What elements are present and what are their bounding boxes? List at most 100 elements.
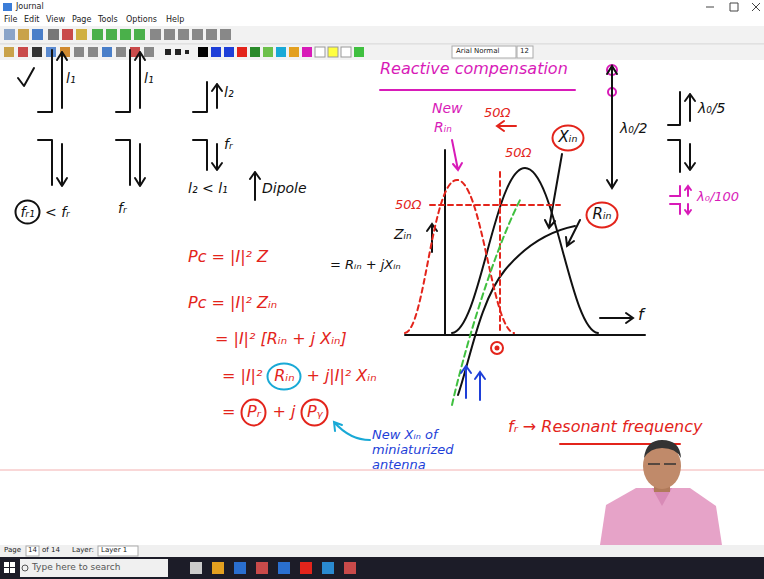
window-chrome-stroke-stroke (178, 29, 189, 40)
search-box: Type here to search (32, 562, 120, 572)
circled-term: Pᵧ (300, 398, 329, 427)
window-chrome-stroke-stroke (120, 29, 131, 40)
window-chrome-stroke (4, 562, 15, 573)
impedance-value: 50Ω (505, 146, 531, 161)
dipole-sketches-stroke (135, 52, 145, 186)
menu-item: Page (72, 15, 91, 24)
axis-label: f (638, 306, 644, 324)
miniature-dipole (380, 65, 691, 214)
window-chrome-stroke-stroke (192, 29, 203, 40)
window-chrome-stroke (0, 26, 764, 44)
dimension: λ₀/2 (620, 120, 648, 136)
miniature-dipole-stroke (452, 140, 462, 170)
window-chrome-stroke-stroke (517, 46, 533, 58)
equation: = |I|² (222, 367, 262, 385)
compensated-curves-stroke (496, 347, 499, 350)
lecturer-video-stroke (644, 440, 681, 458)
window-chrome-stroke (190, 562, 202, 574)
window-chrome-stroke (0, 14, 764, 26)
dipole-sketches-stroke (193, 82, 207, 170)
menu-item: Options (126, 15, 157, 24)
menu-item: Edit (24, 15, 40, 24)
window-chrome-stroke-stroke (144, 47, 154, 57)
window-chrome-stroke-stroke (62, 29, 73, 40)
frequency-label: fᵣ (118, 200, 127, 216)
window-chrome-stroke (300, 562, 312, 574)
length-label: l₁ (144, 70, 154, 86)
window-chrome-stroke-stroke (102, 47, 112, 57)
lecturer-video-stroke (648, 463, 676, 465)
curve-note: New Xᵢₙ of miniaturized antenna (372, 428, 504, 473)
dipole-sketches-stroke (116, 50, 130, 185)
impedance-graph-stroke (545, 154, 562, 228)
window-chrome-stroke-stroke (164, 29, 175, 40)
window-chrome-stroke-stroke (315, 47, 325, 57)
window-chrome-stroke-stroke (198, 47, 208, 57)
axis-label: = Rᵢₙ + jXᵢₙ (330, 258, 401, 273)
miniature-dipole-stroke (380, 89, 575, 91)
window-chrome-stroke (0, 45, 764, 60)
compensated-curves-stroke (499, 172, 501, 333)
window-chrome-stroke-stroke (150, 29, 161, 40)
window-chrome-stroke-stroke (250, 47, 260, 57)
menu-item: File (4, 15, 17, 24)
status-text: Layer: (72, 546, 94, 554)
miniaturized-reactance-stroke (452, 200, 520, 405)
dipole-sketches-stroke (685, 94, 695, 170)
impedance-graph-stroke (405, 334, 645, 336)
miniaturized-reactance-stroke (461, 366, 485, 400)
status-text: of 14 (42, 546, 60, 554)
compensated-curves-stroke (430, 204, 560, 206)
axis-label: Zᵢₙ (394, 226, 412, 242)
equation: Pc = |I|² Zᵢₙ (188, 294, 277, 312)
window-chrome-stroke (0, 0, 764, 14)
lecturer-video-stroke (600, 488, 722, 545)
page-number: 14 (28, 546, 37, 554)
window-chrome-stroke-stroke (18, 47, 28, 57)
window-chrome-stroke-stroke (185, 50, 189, 54)
antenna-name: Dipole (262, 180, 307, 196)
dipole-sketches-stroke (18, 68, 34, 86)
term-text: Xᵢₙ (551, 124, 585, 147)
window-title: Journal (16, 2, 44, 11)
impedance-value: 50Ω (484, 106, 510, 121)
dipole-sketches-stroke (57, 52, 67, 186)
window-chrome-stroke (706, 3, 760, 11)
dipole-sketches-stroke (250, 172, 260, 200)
window-chrome-stroke (3, 3, 12, 11)
window-chrome-stroke (4, 46, 533, 58)
curve-note: New (432, 100, 463, 116)
window-chrome-stroke-stroke (211, 47, 221, 57)
comparison-note: < fᵣ (45, 204, 70, 220)
heading: Reactive compensation (380, 60, 568, 78)
window-chrome-stroke-stroke (4, 47, 14, 57)
window-chrome-stroke-stroke (32, 47, 42, 57)
window-chrome-stroke-stroke (88, 47, 98, 57)
equation: + j (272, 403, 295, 421)
window-chrome-stroke-stroke (354, 47, 364, 57)
window-chrome-stroke-stroke (134, 29, 145, 40)
equation: Pc = |I|² Z (188, 248, 268, 266)
term-text: Pᵧ (300, 398, 329, 422)
length-label: l₂ (224, 84, 234, 100)
window-chrome-stroke-stroke (4, 29, 15, 40)
window-chrome-stroke-stroke (106, 29, 117, 40)
circled-term: Rᵢₙ (585, 201, 619, 229)
dimension: λ₀/100 (697, 190, 739, 205)
lecturer-video (600, 440, 722, 545)
layer-name: Layer 1 (101, 546, 127, 554)
impedance-graph-stroke (444, 150, 446, 335)
window-chrome-stroke (0, 557, 764, 579)
dipole-sketches-stroke (212, 84, 222, 170)
window-chrome-stroke-stroke (92, 29, 103, 40)
window-chrome-stroke-stroke (302, 47, 312, 57)
window-chrome-stroke (4, 29, 231, 40)
status-text: Page (4, 546, 21, 554)
impedance-graph-stroke (566, 220, 580, 246)
impedance-graph-stroke (458, 226, 575, 395)
compensated-curves (405, 121, 680, 444)
window-chrome-stroke-stroke (224, 47, 234, 57)
term-text: Rᵢₙ (585, 201, 619, 224)
